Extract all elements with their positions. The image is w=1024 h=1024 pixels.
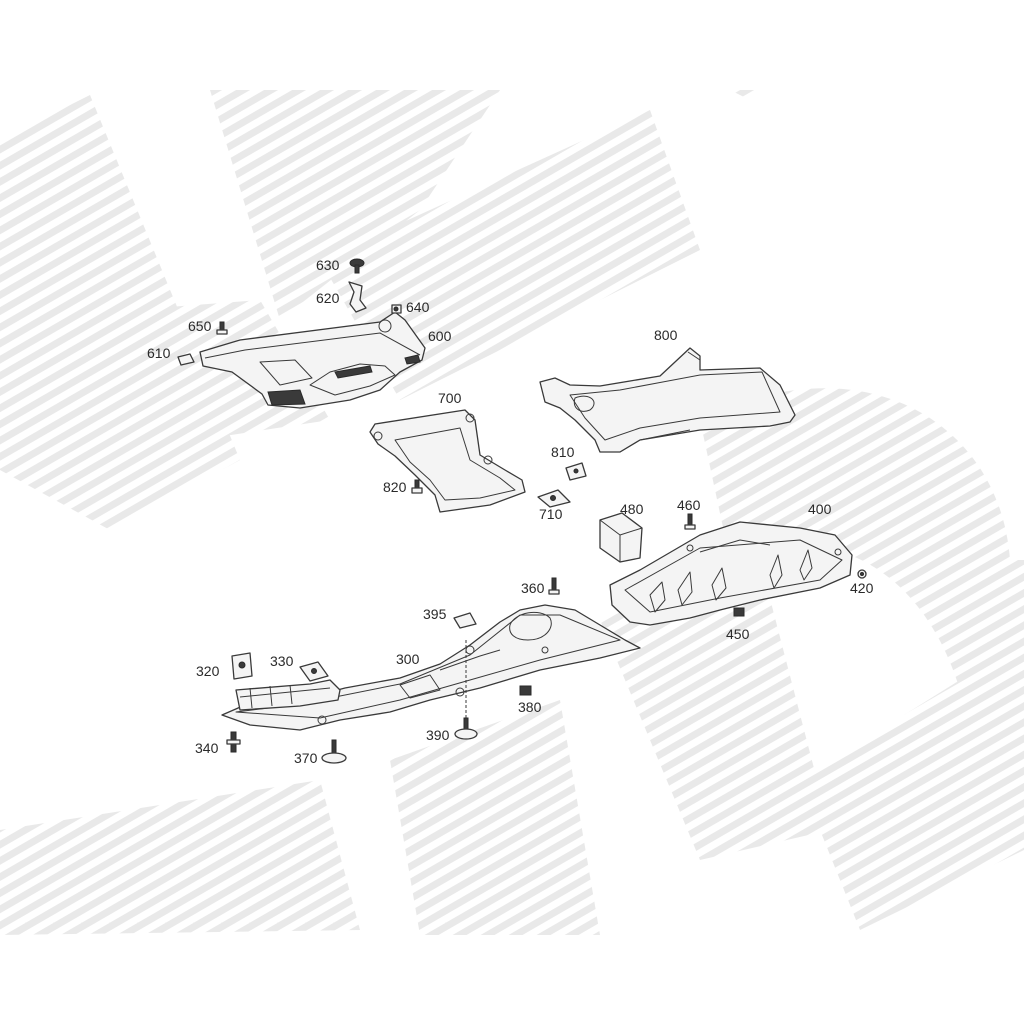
part-390-fastener[interactable] [454, 717, 478, 740]
part-710-clip[interactable] [537, 489, 571, 508]
label-360: 360 [521, 580, 545, 596]
label-420: 420 [850, 580, 874, 596]
label-380: 380 [518, 699, 542, 715]
part-380-nut[interactable] [519, 685, 532, 696]
label-450: 450 [726, 626, 750, 642]
part-800-rear-shield[interactable] [539, 347, 796, 453]
label-820: 820 [383, 479, 407, 495]
label-330: 330 [270, 653, 294, 669]
part-480-box[interactable] [599, 512, 643, 563]
label-810: 810 [551, 444, 575, 460]
label-640: 640 [406, 299, 430, 315]
label-300: 300 [396, 651, 420, 667]
part-640-nut[interactable] [391, 304, 402, 314]
label-600: 600 [428, 328, 452, 344]
part-650-screw[interactable] [216, 321, 228, 335]
part-450-nut[interactable] [733, 607, 745, 617]
label-710: 710 [539, 506, 563, 522]
part-370-fastener[interactable] [321, 739, 347, 764]
part-360-screw[interactable] [548, 577, 560, 595]
label-480: 480 [620, 501, 644, 517]
label-460: 460 [677, 497, 701, 513]
part-340-screw[interactable] [226, 731, 241, 753]
label-630: 630 [316, 257, 340, 273]
label-370: 370 [294, 750, 318, 766]
part-400-rear-underbody-panel[interactable] [609, 521, 853, 626]
part-600-front-underbody-panel[interactable] [199, 311, 426, 409]
part-810-clip[interactable] [565, 462, 587, 481]
part-700-center-panel[interactable] [369, 409, 526, 513]
label-395: 395 [423, 606, 447, 622]
label-320: 320 [196, 663, 220, 679]
label-650: 650 [188, 318, 212, 334]
label-800: 800 [654, 327, 678, 343]
part-610-clip[interactable] [177, 353, 195, 366]
label-390: 390 [426, 727, 450, 743]
part-320-clip[interactable] [231, 652, 253, 680]
part-820-screw[interactable] [411, 479, 423, 494]
label-700: 700 [438, 390, 462, 406]
part-395-clip[interactable] [453, 612, 477, 629]
part-620-bracket[interactable] [348, 281, 367, 313]
label-620: 620 [316, 290, 340, 306]
part-630-push-rivet[interactable] [349, 258, 365, 274]
part-420-nut[interactable] [857, 569, 867, 579]
label-340: 340 [195, 740, 219, 756]
part-300-side-rail[interactable] [235, 679, 341, 711]
part-460-screw[interactable] [684, 513, 696, 530]
label-400: 400 [808, 501, 832, 517]
part-330-clip[interactable] [299, 661, 329, 682]
label-610: 610 [147, 345, 171, 361]
